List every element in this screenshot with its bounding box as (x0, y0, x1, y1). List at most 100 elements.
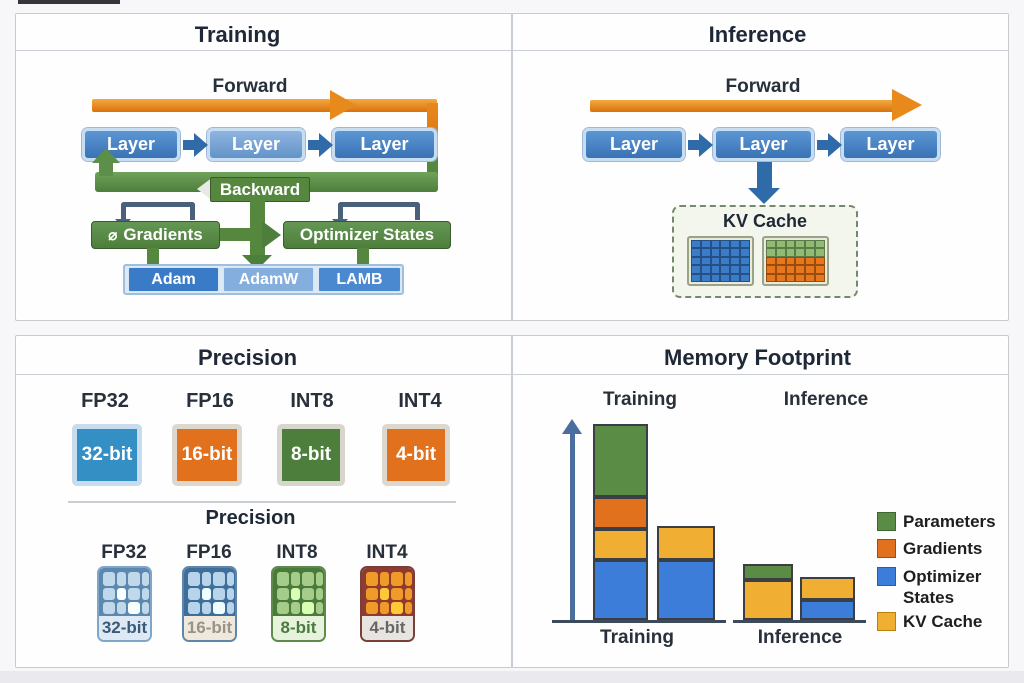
top-edge-artifact (18, 0, 120, 4)
legend-swatch-kv-cache (877, 612, 896, 631)
int8-label: INT8 (290, 390, 334, 412)
chip-strip: 32-bit (99, 616, 150, 640)
training-group-label: Training (603, 389, 677, 410)
training-forward-label: Forward (212, 76, 288, 97)
grid-cell (805, 240, 816, 249)
kv-down-shaft (757, 162, 772, 190)
mosaic-cell (404, 572, 413, 586)
training-layer-3: Layer (332, 128, 437, 161)
layer-arrowhead-icon (319, 133, 333, 157)
grid-cell (775, 240, 786, 249)
mosaic-cell (315, 572, 324, 586)
precision-section-divider (68, 501, 456, 503)
grid-cell (775, 265, 786, 274)
mosaic-cell (202, 601, 212, 614)
inference-title: Inference (708, 22, 807, 47)
x-axis-inference (733, 620, 866, 623)
grid-cell (700, 256, 711, 266)
grid-cell (785, 273, 796, 282)
inference-layer-1: Layer (583, 128, 685, 161)
mosaic-cell (277, 601, 290, 614)
grid-cell (805, 273, 816, 282)
chip-mosaic (273, 568, 324, 616)
precision-tile-4bit: 4-bit (382, 424, 450, 486)
grid-cell (740, 256, 750, 266)
precision-chip-8bit: 8-bit (271, 566, 326, 642)
legend-swatch-optimizer-states (877, 567, 896, 586)
mosaic-cell (117, 572, 127, 586)
grid-cell (720, 248, 731, 257)
mosaic-cell (213, 587, 225, 600)
grid-cell (785, 256, 796, 266)
memory-title-underline (513, 374, 1009, 375)
backward-up-arrowhead-icon (92, 148, 120, 163)
lamb-label: LAMB (336, 270, 383, 288)
grid-cell (805, 248, 816, 257)
layer-arrow (308, 140, 320, 150)
mosaic-cell (380, 572, 390, 586)
grid-cell (710, 265, 721, 274)
mosaic-cell (188, 601, 201, 614)
mosaic-cell (366, 587, 379, 600)
forward-arrow (92, 99, 437, 112)
layer-arrow (688, 140, 700, 150)
optimizer-bracket (338, 202, 420, 220)
grid-cell (795, 256, 806, 266)
grid-cell (710, 248, 721, 257)
precision-tile-16bit: 16-bit (172, 424, 242, 486)
training-title: Training (194, 22, 281, 47)
kv-grid-frame-mixed (762, 236, 829, 286)
adamw-label: AdamW (238, 270, 299, 288)
grid-cell (785, 240, 796, 249)
layer-label: Layer (231, 134, 281, 154)
grid-cell (766, 240, 776, 249)
mosaic-cell (366, 601, 379, 614)
layer-arrow (817, 140, 829, 150)
chip-label: 16-bit (186, 618, 233, 637)
grid-cell (720, 273, 731, 282)
mosaic-cell (103, 601, 116, 614)
chip-label: 4-bit (369, 618, 406, 637)
inference-group-label: Inference (783, 389, 869, 410)
lamb-box: LAMB (318, 267, 401, 292)
grid-cell (700, 273, 711, 282)
int4-label: INT4 (398, 390, 442, 412)
tile-label: 4-bit (395, 444, 437, 465)
chip-mosaic (184, 568, 235, 616)
inference-title-underline (513, 50, 1009, 51)
tile-label: 8-bit (290, 444, 332, 465)
grad-to-opt-shaft (220, 228, 264, 241)
grid-cell (700, 240, 711, 249)
grid-cell (740, 240, 750, 249)
kv-grid-mixed (766, 240, 825, 282)
legend-label-gradients: Gradients (903, 539, 983, 558)
grid-cell (766, 256, 776, 266)
kv-cache-title: KV Cache (672, 210, 858, 232)
chip-strip: 16-bit (184, 616, 235, 640)
optimizer-states-label: Optimizer States (299, 225, 435, 244)
grid-cell (766, 265, 776, 274)
grid-cell (710, 273, 721, 282)
chip-strip: 8-bit (273, 616, 324, 640)
tile-label: 16-bit (181, 444, 233, 465)
backward-chevron-icon (197, 177, 213, 201)
layer-label: Layer (739, 134, 788, 154)
grid-cell (691, 240, 701, 249)
grid-cell (730, 248, 741, 257)
mosaic-cell (391, 601, 403, 614)
grid-cell (795, 265, 806, 274)
legend-swatch-parameters (877, 512, 896, 531)
grid-cell (815, 248, 825, 257)
mosaic-cell (141, 572, 150, 586)
precision-title-2: Precision (205, 507, 296, 529)
precision-title: Precision (197, 345, 298, 370)
training-axis-label: Training (600, 627, 674, 648)
gradient-icon: ⌀ (108, 227, 118, 244)
layer-arrowhead-icon (699, 133, 713, 157)
fp16-label-2: FP16 (186, 542, 232, 563)
layer-label: Layer (360, 134, 409, 154)
grid-cell (720, 240, 731, 249)
mosaic-cell (226, 601, 235, 614)
kv-cache-label: KV Cache (722, 210, 808, 231)
legend-label-optimizer-states: Optimizer States (903, 567, 982, 607)
